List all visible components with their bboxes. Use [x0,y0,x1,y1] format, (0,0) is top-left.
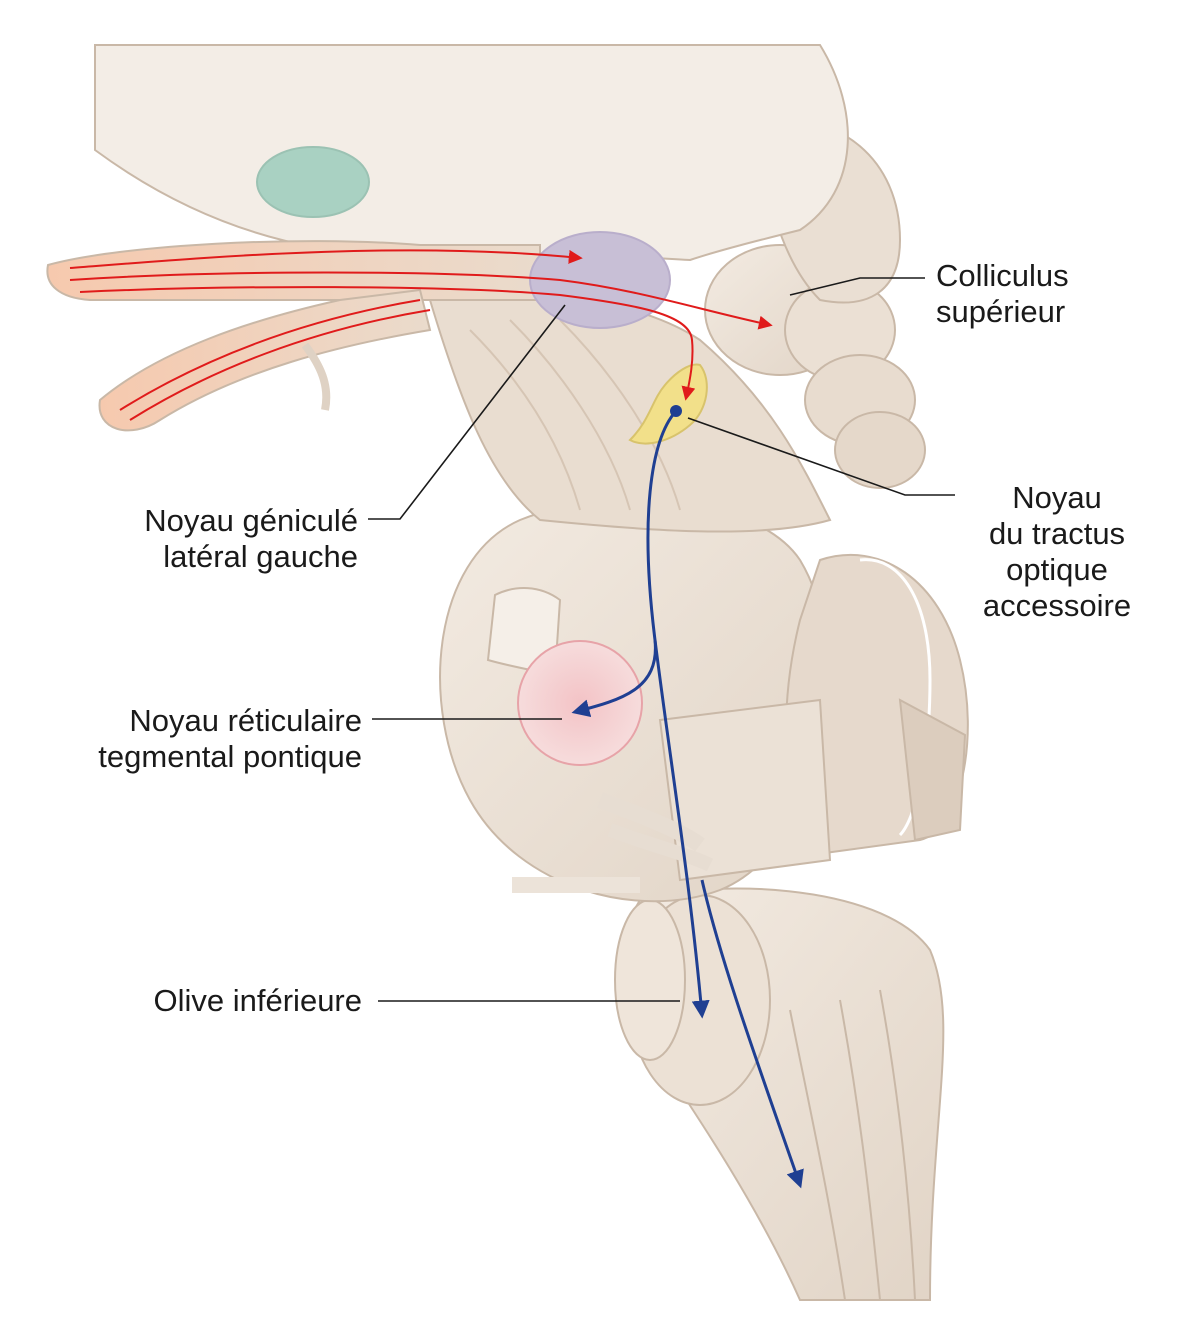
label-line: latéral gauche [163,539,358,574]
label-superior-colliculus: Colliculus supérieur [936,258,1069,330]
label-line: Noyau [1012,480,1102,515]
leader-colliculus [789,277,925,296]
accessory-optic-nucleus [628,363,708,445]
label-line: optique [1006,552,1108,587]
label-line: supérieur [936,294,1066,329]
pontine-reticular-nucleus [517,640,643,766]
label-pontine-reticular: Noyau réticulaire tegmental pontique [60,703,362,775]
label-line: Noyau géniculé [144,503,358,538]
label-line: du tractus [988,516,1126,551]
label-line: Olive inférieure [153,983,362,1018]
label-line: Noyau réticulaire [129,703,362,738]
leader-lines [368,277,955,1002]
anatomy [46,44,969,1301]
leader-geniculate [368,304,566,520]
visual-pathway [69,249,773,421]
label-accessory-optic-nucleus: Noyau du tractus optique accessoire [952,480,1162,624]
efferent-pathway [571,405,804,1189]
leader-accessory [687,417,955,496]
label-lateral-geniculate: Noyau géniculé latéral gauche [100,503,358,575]
label-line: accessoire [982,588,1132,623]
label-line: tegmental pontique [98,739,362,774]
label-line: Colliculus [936,258,1069,293]
label-inferior-olive: Olive inférieure [100,983,362,1019]
thalamus-oval [256,146,370,218]
cerebral-hemisphere [94,44,849,262]
optic-tract-lower [98,288,432,432]
